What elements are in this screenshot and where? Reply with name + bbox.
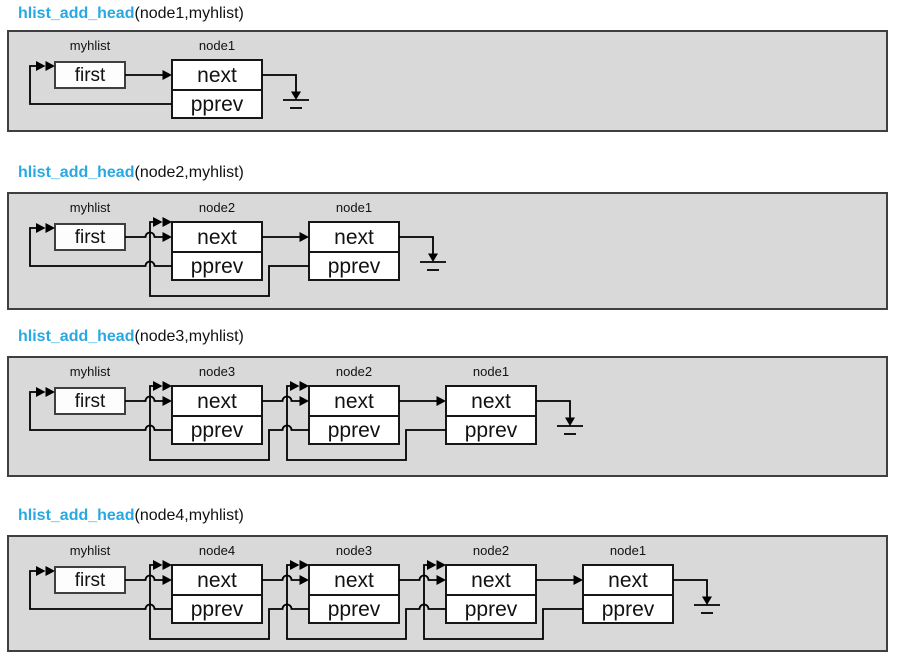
pprev-field: pprev [328,255,381,278]
next-field: next [197,569,237,592]
panel-title: hlist_add_head(node1,myhlist) [18,4,888,24]
diagram-panel-2: myhlist node2 node1 first next pprev nex… [7,192,888,310]
next-field: next [334,569,374,592]
function-name: hlist_add_head [18,5,135,22]
next-field: next [471,390,511,413]
function-args: (node4,myhlist) [134,507,244,524]
node1-pprev-to-node2-next-arrow [286,381,446,461]
node2-next-to-node1-next-arrow [399,396,446,406]
node2-pprev-to-node3-next-arrow [286,560,446,640]
first-box [54,61,126,89]
pprev-box [171,89,263,119]
node2-next-to-node1-next-arrow [262,232,309,242]
next-field: next [334,390,374,413]
pprev-box [171,415,263,445]
pprev-box [171,251,263,281]
node3-pprev-to-first-arrow [29,387,172,431]
node1-next-to-null-ground-icon [673,579,720,614]
function-name: hlist_add_head [18,507,135,524]
pprev-box [445,415,537,445]
node-label: node1 [473,364,509,379]
pprev-box [171,594,263,624]
node-label: node1 [610,543,646,558]
panel-section-node3: hlist_add_head(node3,myhlist) myhlist no… [7,327,888,477]
head-label: myhlist [70,200,111,215]
panel-title: hlist_add_head(node2,myhlist) [18,163,888,183]
diagram-panel-1: myhlist node1 first next pprev [7,30,888,132]
node-label: node4 [199,543,235,558]
node-label: node3 [336,543,372,558]
node1-pprev-to-first-arrow [29,61,172,105]
first-field: first [75,570,106,591]
node-label: node1 [336,200,372,215]
node4-pprev-to-first-arrow [29,566,172,610]
pprev-box [445,594,537,624]
first-field: first [75,391,106,412]
panel-section-node4: hlist_add_head(node4,myhlist) myhlist no… [7,506,888,652]
node2-next-to-node1-next-arrow [536,575,583,585]
pprev-box [308,415,400,445]
next-box [445,385,537,417]
node1-pprev-to-node2-next-arrow [149,217,309,297]
next-field: next [608,569,648,592]
function-name: hlist_add_head [18,328,135,345]
function-args: (node3,myhlist) [134,328,244,345]
head-label: myhlist [70,38,111,53]
next-field: next [197,64,237,87]
node1-next-to-null-ground-icon [536,400,583,435]
first-field: first [75,227,106,248]
pprev-field: pprev [465,419,518,442]
next-box [308,221,400,253]
function-args: (node1,myhlist) [134,5,244,22]
node-label: node2 [473,543,509,558]
node-label: node2 [336,364,372,379]
function-name: hlist_add_head [18,164,135,181]
node-label: node1 [199,38,235,53]
panel-background [7,30,888,132]
next-field: next [471,569,511,592]
pprev-field: pprev [602,598,655,621]
panel-background [7,192,888,310]
pprev-field: pprev [328,419,381,442]
pprev-box [308,594,400,624]
panel-section-node2: hlist_add_head(node2,myhlist) myhlist no… [7,163,888,310]
function-args: (node2,myhlist) [134,164,244,181]
head-label: myhlist [70,364,111,379]
pprev-field: pprev [328,598,381,621]
first-to-node1-next-arrow [125,70,172,80]
node1-pprev-to-node2-next-arrow [423,560,583,640]
node-label: node2 [199,200,235,215]
panel-title: hlist_add_head(node3,myhlist) [18,327,888,347]
pprev-field: pprev [465,598,518,621]
pprev-box [308,251,400,281]
diagram-panel-3: myhlist node3 node2 node1 first next ppr… [7,356,888,477]
node3-pprev-to-node4-next-arrow [149,560,309,640]
next-box [171,385,263,417]
pprev-field: pprev [191,93,244,116]
pprev-field: pprev [191,419,244,442]
diagram-panel-4: myhlist node4 node3 node2 node1 first ne… [7,535,888,652]
head-label: myhlist [70,543,111,558]
pprev-box [582,594,674,624]
first-field: first [75,65,106,86]
panel-title: hlist_add_head(node4,myhlist) [18,506,888,526]
next-field: next [334,226,374,249]
node2-pprev-to-node3-next-arrow [149,381,309,461]
node-label: node3 [199,364,235,379]
node2-pprev-to-first-arrow [29,223,172,267]
first-box [54,223,126,251]
pprev-field: pprev [191,255,244,278]
panel-section-node1: hlist_add_head(node1,myhlist) myhlist no… [7,4,888,132]
pprev-field: pprev [191,598,244,621]
next-field: next [197,390,237,413]
next-field: next [197,226,237,249]
node1-next-to-null-ground-icon [262,74,309,109]
node1-next-to-null-ground-icon [399,236,446,271]
